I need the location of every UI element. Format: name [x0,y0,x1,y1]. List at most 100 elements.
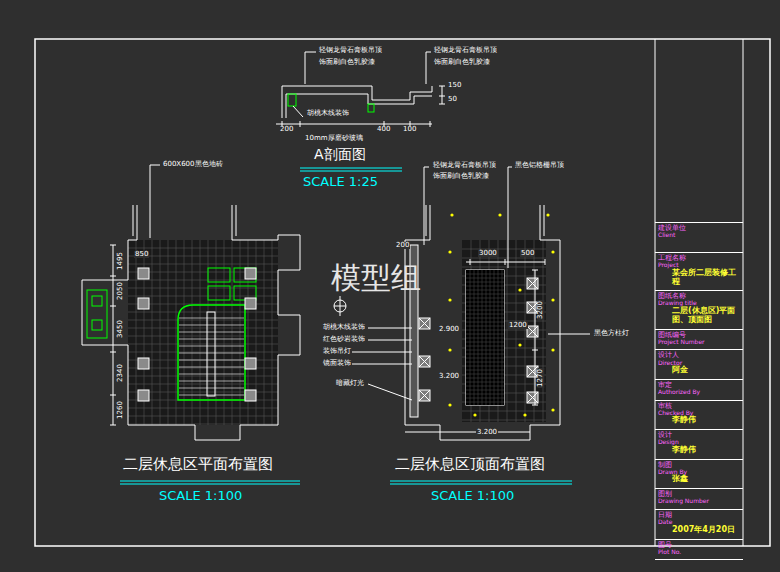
tile-field [462,240,546,422]
tile-joint [128,416,278,417]
watermark: 模型组 [330,262,422,294]
dimension-tick [110,276,116,277]
tile-grid [128,240,278,425]
cell-english: Client [658,232,740,239]
ceiling-light [551,298,554,301]
ceiling-light [523,413,526,416]
square-light [527,326,538,337]
square-light [419,390,430,401]
title-block-cell: 建设单位Client [655,222,743,252]
ceiling-plan [405,205,560,440]
floor-plan [120,481,300,482]
title-block-cell: 图纸名称Drawing title二层(休息区)平面图、顶面图 [655,290,743,328]
section-a [368,104,374,112]
tile-joint [466,354,504,355]
floor-plan [178,305,245,400]
ceiling-light [448,298,451,301]
chair [245,298,256,309]
title-block-cell: 制图Drawn By张鑫 [655,459,743,489]
tile-joint [466,366,504,367]
tile-joint [200,240,201,425]
drawing-label: 饰面刷白色乳胶漆 [432,173,490,180]
section-a [276,52,445,171]
cell-heading: 图纸名称 [658,293,740,300]
stair-tread [179,395,244,396]
square-light [419,356,430,367]
cell-value: 二层(休息区)平面图、顶面图 [658,307,740,325]
drawing-label: 850 [134,251,149,258]
floor-plan [150,165,160,238]
floor-plan [207,312,215,396]
cell-value: 李静伟 [658,416,740,425]
floor-plan [92,296,102,306]
floor-plan [208,286,230,300]
drawing-label: 镜面装饰 [322,360,352,367]
cell-english: Drawing Number [658,498,740,505]
chair [245,358,256,369]
cell-value: 张鑫 [658,475,740,484]
ceiling-light [551,250,554,253]
tile-joint [466,358,504,359]
drawing-label: 轻钢龙骨石膏板吊顶 [432,162,497,169]
drawing-label: 3450 [117,319,124,339]
tile-joint [128,312,278,313]
drawing-label: SCALE 1:25 [302,175,379,189]
tile-joint [466,306,504,307]
ceiling-plan [390,481,572,482]
ceiling-plan [390,484,572,485]
drawing-label: 3000 [478,250,498,257]
ceiling-plan [334,296,346,316]
chair [138,390,149,401]
ceiling-light [546,213,549,216]
dimension-tick [110,245,116,425]
stair-tread [179,332,244,333]
floor-plan [82,205,300,440]
sheet-frame [743,39,744,546]
floor-plan [113,245,114,425]
cell-heading: 设计 [658,432,740,439]
tile-joint [128,248,278,249]
stair-tread [179,318,244,395]
chair [138,268,256,401]
drawing-label: 500 [520,250,535,257]
cell-heading: 图号 [658,542,740,549]
title-block-cell: 日期Date2007年4月20日 [655,509,743,539]
cell-value: 阿金 [658,366,740,375]
section-a [305,52,316,84]
tile-joint [272,240,273,425]
tile-grid [462,240,546,422]
ceiling-light [498,213,501,216]
cell-english: Project [658,262,740,269]
drawing-label: 1260 [117,400,124,420]
tile-joint [128,376,278,377]
tile-joint [466,374,504,375]
square-light [419,318,430,329]
ceiling-light [551,408,554,411]
title-block-cell: 审核Checked By李静伟 [655,400,743,430]
ceiling-plan [405,432,530,433]
tile-grid [128,240,546,425]
stair-tread [179,374,244,375]
tile-joint [466,346,504,347]
stair-tread [179,339,244,340]
tile-joint [128,264,278,265]
ceiling-light [473,413,476,416]
tile-joint [466,382,504,383]
chair [138,358,149,369]
tile-joint [466,342,504,343]
tile-joint [466,394,504,395]
drawing-label: 50 [447,96,458,103]
sheet-frame [35,39,770,546]
drawing-label: 黑色方柱灯 [593,330,630,337]
ceiling-plan [466,259,545,265]
drawing-label: 黑色铝格栅吊顶 [514,162,565,169]
cell-value: 李静伟 [658,446,740,455]
title-block-cell: 设计Design李静伟 [655,429,743,459]
cell-heading: 制图 [658,462,740,469]
square-light [527,392,538,403]
ceiling-light [448,348,451,351]
square-light [527,278,538,289]
stair-tread [179,388,244,389]
drawing-label: 轻钢龙骨石膏板吊顶 [318,47,383,54]
cell-value: 某会所二层装修工程 [658,269,740,287]
